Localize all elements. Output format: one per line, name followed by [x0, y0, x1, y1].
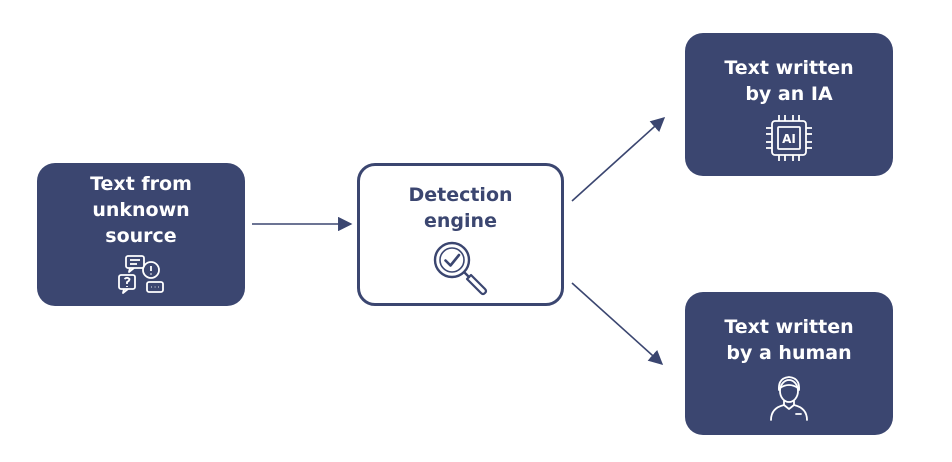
- chat-bubbles-icon: [118, 255, 164, 294]
- arrow-engine-to-human: [571, 282, 664, 365]
- arrow-engine-to-ai: [571, 117, 666, 202]
- node-detection-engine: Detection engine: [357, 163, 564, 306]
- person-icon: [770, 376, 808, 421]
- ai-chip-icon: AI: [766, 115, 812, 161]
- node-unknown-source-label-2: unknown: [92, 199, 190, 221]
- node-text-by-ai-label-1: Text written: [724, 57, 854, 79]
- node-text-by-human-label-2: by a human: [726, 342, 852, 364]
- node-text-by-ai: Text written by an IA AI: [685, 33, 893, 176]
- node-text-by-ai-label-2: by an IA: [745, 83, 833, 105]
- node-unknown-source-label-3: source: [105, 225, 177, 247]
- node-detection-engine-label-2: engine: [424, 210, 497, 232]
- magnifier-check-icon: [433, 241, 487, 296]
- node-detection-engine-label-1: Detection: [408, 184, 513, 206]
- node-text-by-human: Text written by a human: [685, 292, 893, 435]
- node-unknown-source-label-1: Text from: [90, 173, 192, 195]
- node-unknown-source: Text from unknown source: [37, 163, 245, 306]
- node-text-by-human-label-1: Text written: [724, 316, 854, 338]
- ai-chip-label: AI: [782, 132, 796, 146]
